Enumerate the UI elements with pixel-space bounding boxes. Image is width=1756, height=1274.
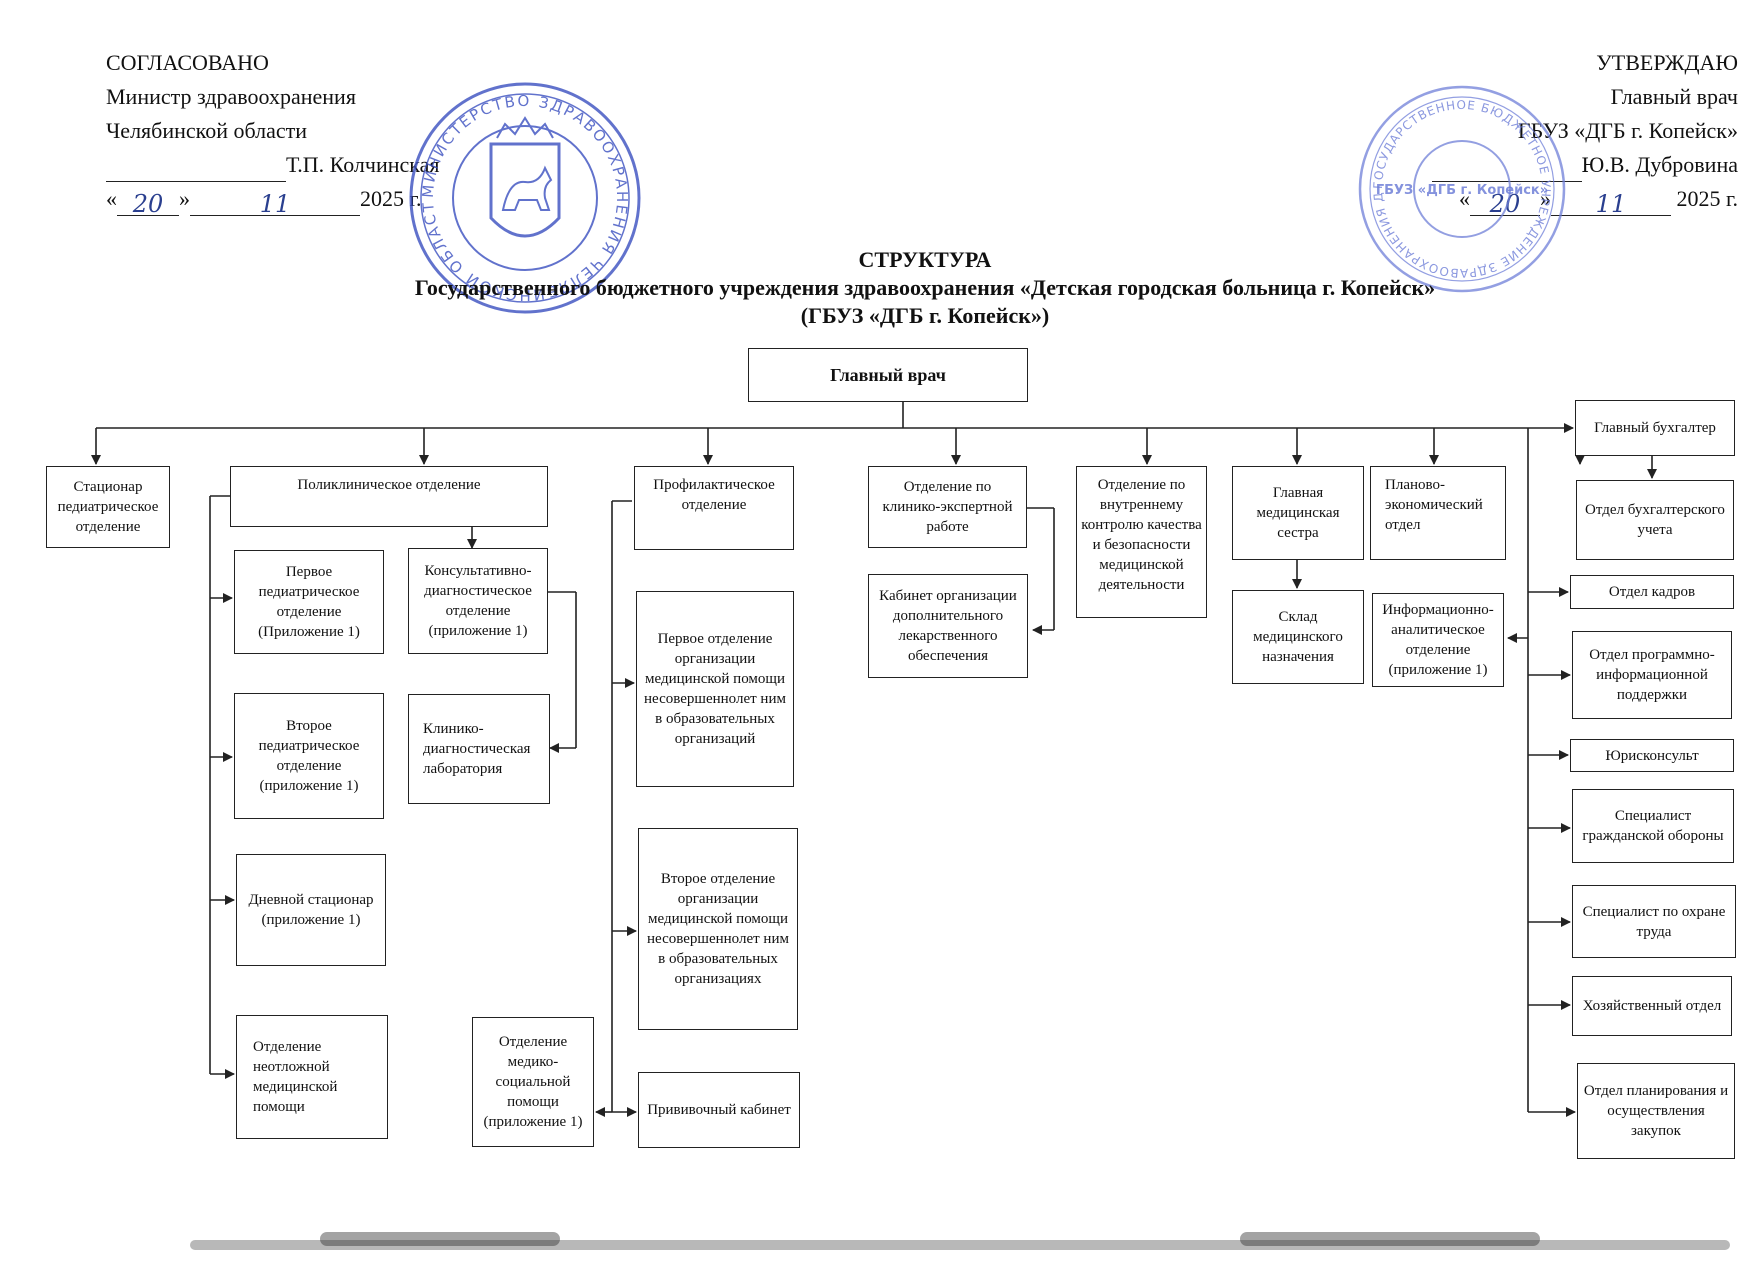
approval-position: Главный врач [1610,84,1738,109]
planning-economic-dept-box: Планово-экономический отдел [1370,466,1506,560]
medical-warehouse-box: Склад медицинского назначения [1232,590,1364,684]
clinical-laboratory-box: Клинико-диагностическая лаборатория [408,694,550,804]
emergency-care-box: Отделение неотложной медицинской помощи [236,1015,388,1139]
scan-artifact [320,1232,560,1246]
chief-doctor-box: Главный врач [748,348,1028,402]
consultative-diagnostic-box: Консультативно-диагностическое отделение… [408,548,548,654]
pediatric-dept-1-box: Первое педиатрическое отделение (Приложе… [234,550,384,654]
procurement-dept-box: Отдел планирования и осуществления закуп… [1577,1063,1735,1159]
handwritten-month: 11 [1595,190,1627,218]
handwritten-day: 20 [132,190,164,218]
quality-control-dept-box: Отделение по внутреннему контролю качест… [1076,466,1207,618]
approval-organization: ГБУЗ «ДГБ г. Копейск» [1517,118,1738,143]
it-support-dept-box: Отдел программно-информационной поддержк… [1572,631,1732,719]
head-nurse-box: Главная медицинская сестра [1232,466,1364,560]
title-line-3: (ГБУЗ «ДГБ г. Копейск») [800,303,1050,328]
title-line-1: СТРУКТУРА [858,247,992,272]
civil-defense-specialist-box: Специалист гражданской обороны [1572,789,1734,863]
drug-supply-office-box: Кабинет организации дополнительного лека… [868,574,1028,678]
polyclinic-box: Поликлиническое отделение [230,466,548,527]
approval-block-right: УТВЕРЖДАЮ Главный врач ГБУЗ «ДГБ г. Копе… [1431,46,1738,218]
handwritten-day: 20 [1489,190,1521,218]
school-care-dept-1-box: Первое отделение организации медицинской… [636,591,794,787]
vaccination-room-box: Прививочный кабинет [638,1072,800,1148]
pediatric-dept-2-box: Второе педиатрическое отделение (приложе… [234,693,384,819]
medico-social-box: Отделение медико-социальной помощи (прил… [472,1017,594,1147]
approval-organization: Челябинской области [106,118,308,143]
approval-date: «20»11 2025 г. [1458,186,1738,218]
title-line-2: Государственного бюджетного учреждения з… [414,275,1436,300]
scan-artifact [190,1240,1730,1250]
signatory-name: Ю.В. Дубровина [1581,152,1738,177]
household-dept-box: Хозяйственный отдел [1572,976,1732,1036]
inpatient-pediatric-box: Стационар педиатрическое отделение [46,466,170,548]
legal-counsel-box: Юрисконсульт [1570,739,1734,772]
scan-artifact [1240,1232,1540,1246]
accounting-dept-box: Отдел бухгалтерского учета [1576,480,1734,560]
signature-blank [106,157,286,182]
signature-blank [1431,157,1582,182]
chief-accountant-box: Главный бухгалтер [1575,400,1735,456]
ministry-seal-stamp: МИНИСТЕРСТВО ЗДРАВООХРАНЕНИЯ ЧЕЛЯБИНСКОЙ… [405,78,641,314]
stamp-center-text: ГБУЗ «ДГБ г. Копейск» [1376,183,1548,198]
info-analytic-dept-box: Информационно-аналитическое отделение (п… [1372,593,1504,687]
approval-position: Министр здравоохранения [106,84,356,109]
date-year: 2025 г. [1676,186,1738,211]
prevention-dept-box: Профилактическое отделение [634,466,794,550]
approval-heading: СОГЛАСОВАНО [106,50,269,75]
day-hospital-box: Дневной стационар (приложение 1) [236,854,386,966]
hospital-seal-stamp: ГОСУДАРСТВЕННОЕ БЮДЖЕТНОЕ УЧРЕЖДЕНИЕ ЗДР… [1355,82,1566,293]
handwritten-month: 11 [259,190,291,218]
labor-safety-specialist-box: Специалист по охране труда [1572,885,1736,958]
hr-dept-box: Отдел кадров [1570,575,1734,609]
document-title: СТРУКТУРА Государственного бюджетного уч… [0,246,1756,330]
signature-line: Ю.В. Дубровина [1431,148,1738,182]
approval-heading: УТВЕРЖДАЮ [1596,50,1738,75]
clinical-expert-dept-box: Отделение по клинико-экспертной работе [868,466,1027,548]
school-care-dept-2-box: Второе отделение организации медицинской… [638,828,798,1030]
